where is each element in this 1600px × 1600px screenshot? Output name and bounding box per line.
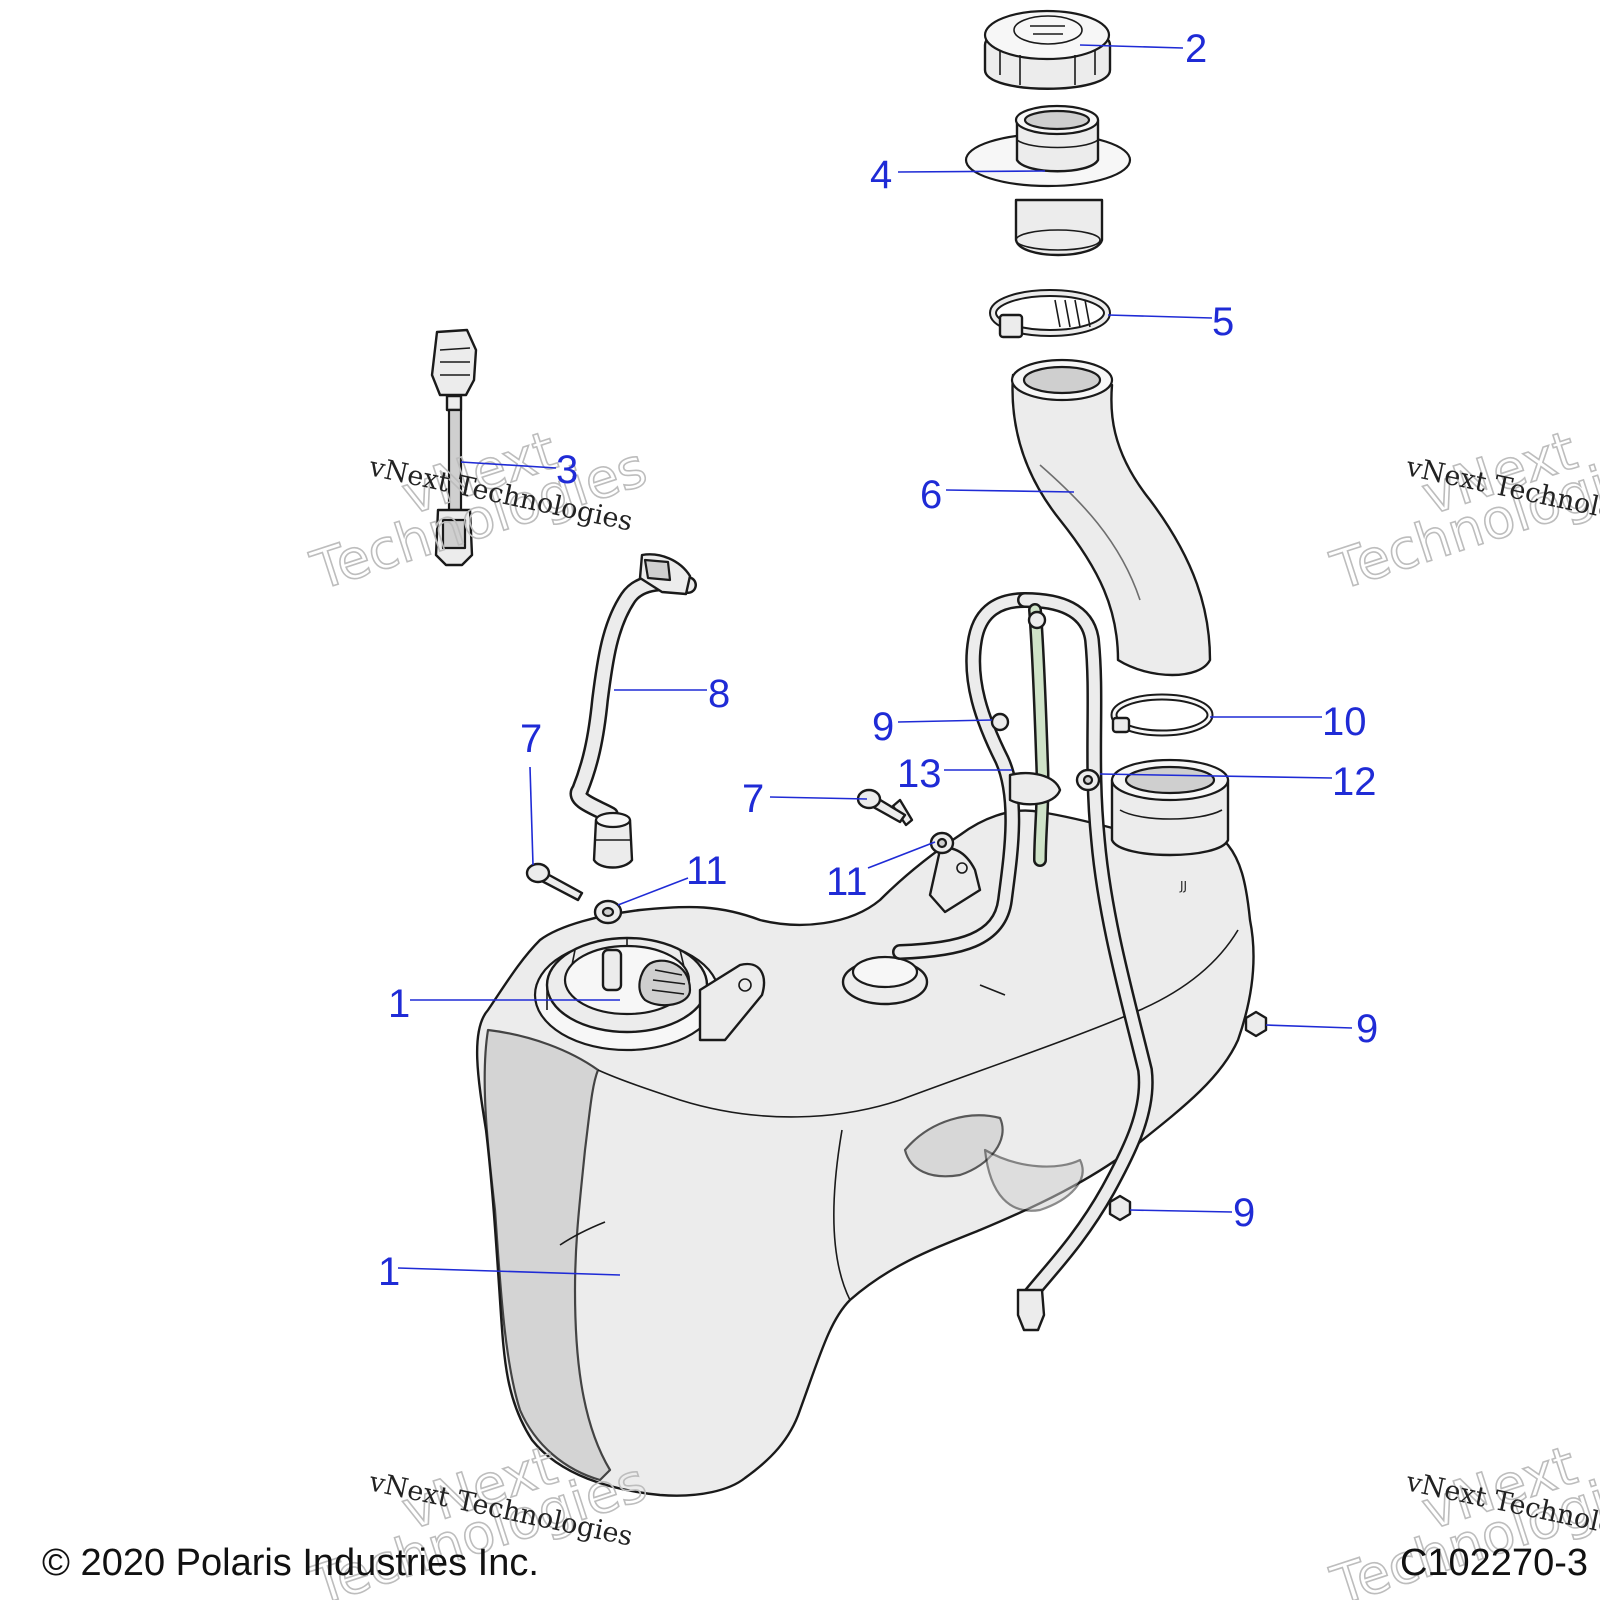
leader-7-right bbox=[769, 796, 868, 800]
leader-9-right bbox=[1265, 1024, 1353, 1029]
copyright-text: © 2020 Polaris Industries Inc. bbox=[42, 1542, 539, 1584]
leader-9-bottom bbox=[1129, 1209, 1233, 1213]
leader-7-left bbox=[529, 766, 534, 866]
callout-10: 10 bbox=[1322, 700, 1367, 744]
callout-9-top: 9 bbox=[872, 705, 894, 749]
leader-3 bbox=[460, 461, 557, 469]
nut-9-upper bbox=[1244, 1010, 1268, 1038]
callout-11-left: 11 bbox=[686, 849, 728, 893]
leader-4 bbox=[897, 170, 1046, 173]
leader-lines bbox=[397, 44, 1353, 1276]
leader-2 bbox=[1079, 44, 1184, 49]
leader-12 bbox=[1099, 773, 1333, 779]
leader-11-left bbox=[617, 877, 689, 906]
filler-neck-marking: JJ bbox=[1179, 879, 1187, 893]
callout-13: 13 bbox=[897, 752, 942, 796]
hose-clamp-lower bbox=[1110, 693, 1214, 737]
filler-hose bbox=[1010, 358, 1212, 677]
callout-7-left: 7 bbox=[520, 717, 542, 761]
callout-5: 5 bbox=[1212, 300, 1234, 344]
washer-left bbox=[593, 899, 623, 925]
bolt-left bbox=[525, 862, 584, 902]
fuel-pump-module bbox=[533, 936, 766, 1052]
callout-6: 6 bbox=[920, 473, 942, 517]
leader-9-top bbox=[897, 719, 993, 723]
tank-filler-neck: JJ bbox=[1110, 758, 1230, 893]
callout-4: 4 bbox=[870, 153, 892, 197]
leader-6 bbox=[945, 489, 1075, 493]
leader-5 bbox=[1107, 314, 1213, 319]
callout-3: 3 bbox=[556, 448, 578, 492]
tank-vent-fitting bbox=[841, 847, 982, 1006]
callout-2: 2 bbox=[1185, 27, 1207, 71]
nut-9-lower bbox=[1108, 1194, 1132, 1222]
wire-harness bbox=[430, 328, 478, 567]
callout-1-bottom: 1 bbox=[378, 1250, 400, 1294]
figure-id: C102270-3 bbox=[1400, 1542, 1588, 1584]
callout-9-bottom: 9 bbox=[1233, 1191, 1255, 1235]
callout-8: 8 bbox=[708, 672, 730, 716]
fuel-cap bbox=[983, 9, 1112, 90]
fuel-tank bbox=[475, 809, 1255, 1497]
grommet-12 bbox=[1075, 768, 1101, 792]
vent-line bbox=[569, 553, 697, 869]
callout-12: 12 bbox=[1332, 760, 1377, 804]
hose-clamp-upper bbox=[989, 289, 1111, 339]
filler-neck-flange bbox=[964, 104, 1132, 257]
callout-7-right: 7 bbox=[742, 777, 764, 821]
vent-tube-assembly bbox=[892, 592, 1154, 1332]
bolt-right bbox=[856, 788, 914, 827]
leader-1-bottom bbox=[397, 1267, 621, 1276]
callout-1-top: 1 bbox=[388, 982, 410, 1026]
leader-11-right bbox=[867, 841, 936, 869]
callout-9-right: 9 bbox=[1356, 1007, 1378, 1051]
callout-labels: 2 4 5 6 3 8 10 9 13 12 7 7 11 11 1 1 9 9 bbox=[378, 27, 1378, 1294]
callout-11-right: 11 bbox=[826, 860, 868, 904]
